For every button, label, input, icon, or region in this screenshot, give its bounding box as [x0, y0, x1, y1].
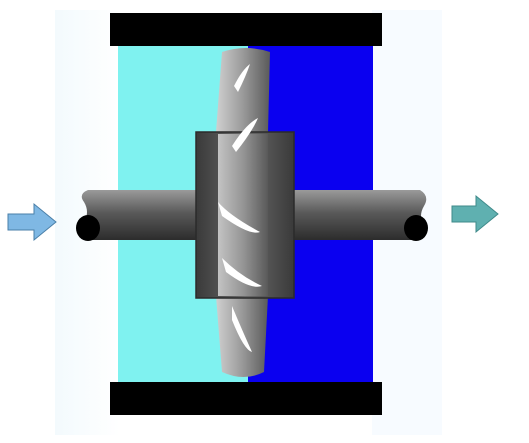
blade-slit [234, 64, 250, 92]
blade-slits [218, 64, 262, 352]
rotor-blade-center [218, 134, 268, 296]
housing-top-bar [110, 13, 382, 46]
blade-slit [232, 306, 252, 352]
shaft [76, 190, 428, 241]
shaft-right-end [404, 215, 428, 241]
housing-bottom-bar [110, 382, 382, 415]
blade-slit [232, 118, 258, 152]
blade-slit [222, 258, 262, 287]
shaft-left-end [76, 215, 100, 241]
rotor-blade-upper [216, 48, 270, 132]
outlet-arrow-icon [451, 194, 499, 234]
inlet-arrow-icon [7, 202, 57, 242]
blade-slit [218, 202, 260, 233]
